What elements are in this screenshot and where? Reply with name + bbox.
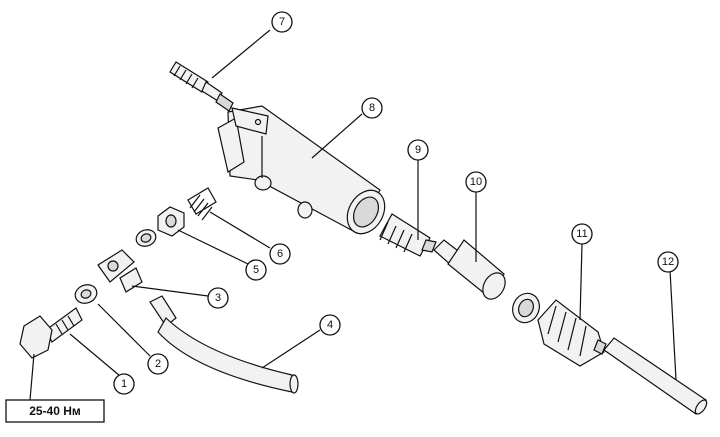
part-12-push-rod	[603, 337, 708, 415]
part-10-piston	[433, 239, 506, 300]
part-2-washer	[74, 284, 98, 304]
torque-spec-label: 25-40 Нм	[29, 404, 81, 418]
callout-7: 7	[271, 11, 293, 33]
callout-8: 8	[361, 97, 383, 119]
svg-text:11: 11	[576, 228, 587, 240]
part-4-pipe	[149, 295, 299, 394]
part-3-banjo-fitting	[97, 249, 143, 293]
callout-11: 11	[571, 223, 593, 245]
callout-10: 10	[465, 171, 487, 193]
callout-12: 12	[657, 251, 679, 273]
part-8-cylinder-body	[217, 105, 386, 235]
leader-lines	[29, 29, 677, 401]
part-5-nut	[157, 206, 185, 237]
part-1-banjo-bolt	[19, 307, 83, 359]
part-washer-upper	[135, 229, 157, 247]
part-seal-ring	[512, 292, 540, 324]
svg-text:12: 12	[662, 256, 674, 268]
svg-text:3: 3	[215, 292, 221, 304]
callout-2: 2	[147, 353, 169, 375]
callout-4: 4	[319, 314, 341, 336]
svg-text:4: 4	[327, 319, 333, 331]
svg-text:9: 9	[415, 144, 421, 156]
part-6-spring	[187, 187, 217, 221]
callout-3: 3	[207, 287, 229, 309]
callout-6: 6	[269, 243, 291, 265]
svg-text:7: 7	[279, 16, 285, 28]
svg-text:1: 1	[121, 378, 127, 390]
part-7-bleeder-screw	[169, 61, 234, 112]
callout-5: 5	[245, 259, 267, 281]
callout-1: 1	[113, 373, 135, 395]
svg-text:2: 2	[155, 358, 161, 370]
svg-text:6: 6	[277, 248, 283, 260]
callout-9: 9	[407, 139, 429, 161]
torque-spec-box: 25-40 Нм	[5, 399, 105, 423]
svg-text:10: 10	[470, 176, 482, 188]
svg-text:8: 8	[369, 102, 375, 114]
part-9-boot	[379, 213, 437, 257]
part-11-dust-boot	[537, 299, 607, 367]
svg-text:5: 5	[253, 264, 259, 276]
